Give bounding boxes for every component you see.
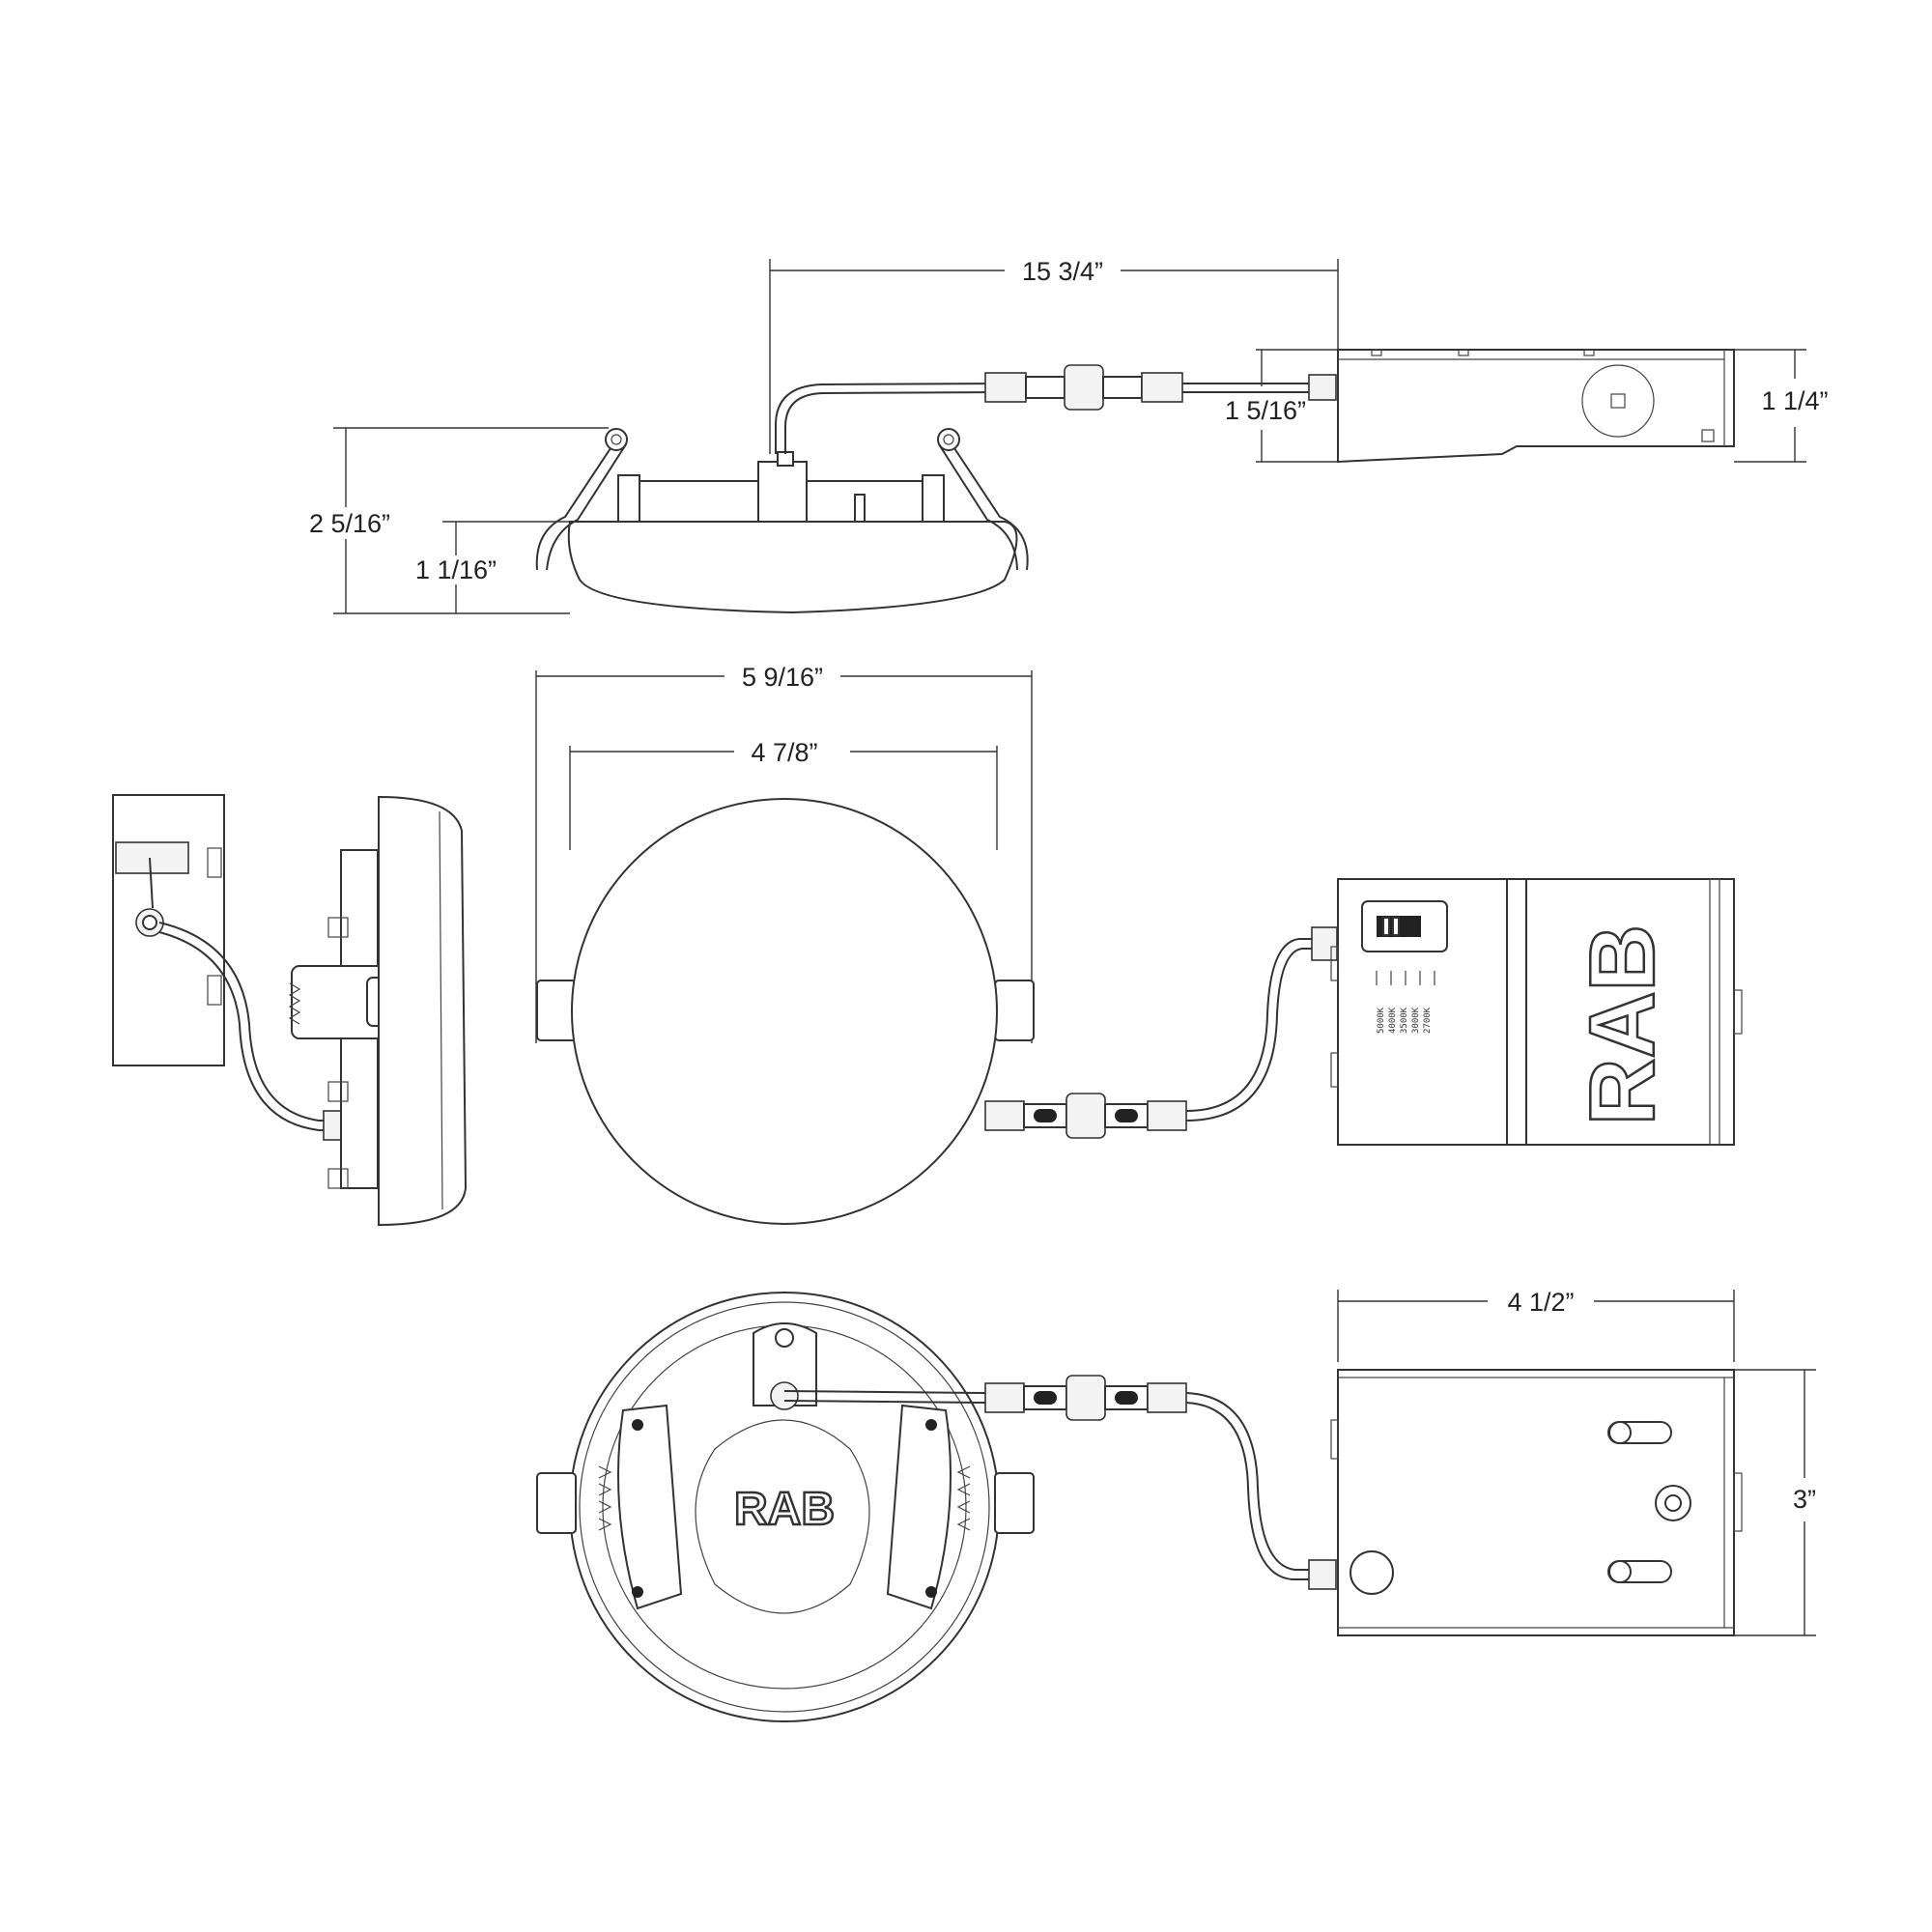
cct-label-4: 2700K [1423,1007,1433,1034]
label-driver-box-width: 3” [1793,1485,1816,1514]
dim-cutout-diameter: 4 7/8” [569,738,998,850]
driver-box-front: 4 1/2” 3” [1330,1288,1816,1636]
label-trim-depth: 1 1/16” [415,555,497,584]
label-driver-box-length: 4 1/2” [1507,1288,1574,1317]
dim-trim-depth: 1 1/16” [415,521,580,613]
rear-view: RAB [536,1292,1337,1722]
fixture-side-body [535,428,1029,614]
end-elevation-view [112,794,468,1227]
rab-logo-fixture: RAB [734,1484,835,1535]
driver-box-top: 5000K 4000K 3500K 3000K 2700K RAB [1330,878,1743,1146]
driver-box-side [1337,349,1735,464]
trim-disc [571,798,998,1225]
dim-fixture-height: 2 5/16” [309,427,609,614]
cct-switch: 5000K 4000K 3500K 3000K 2700K [1361,900,1448,1034]
dim-driver-box-width: 3” [1734,1369,1816,1636]
side-elevation-view: 15 3/4” 2 5/16” 1 1/16” [309,257,1829,614]
label-driver-box-height: 1 1/4” [1761,386,1828,415]
rab-logo-box: RAB [1571,924,1674,1125]
dim-overall-length: 15 3/4” [769,257,1339,454]
label-fixture-height: 2 5/16” [309,509,390,538]
cct-label-2: 3500K [1400,1007,1409,1034]
label-overall-length: 15 3/4” [1022,257,1103,286]
label-trim-diameter: 5 9/16” [742,663,823,692]
label-cutout-diameter: 4 7/8” [751,738,817,767]
cct-label-3: 3000K [1411,1007,1421,1034]
dim-driver-box-length: 4 1/2” [1337,1288,1735,1362]
cct-label-1: 4000K [1388,1007,1398,1034]
front-view: 5 9/16” 4 7/8” [535,663,1338,1225]
side-cable-connector [775,364,1337,454]
dim-connector-offset: 1 5/16” [1225,349,1338,463]
cct-label-0: 5000K [1377,1007,1386,1034]
dim-driver-box-height: 1 1/4” [1734,349,1829,463]
label-connector-offset: 1 5/16” [1225,396,1306,425]
